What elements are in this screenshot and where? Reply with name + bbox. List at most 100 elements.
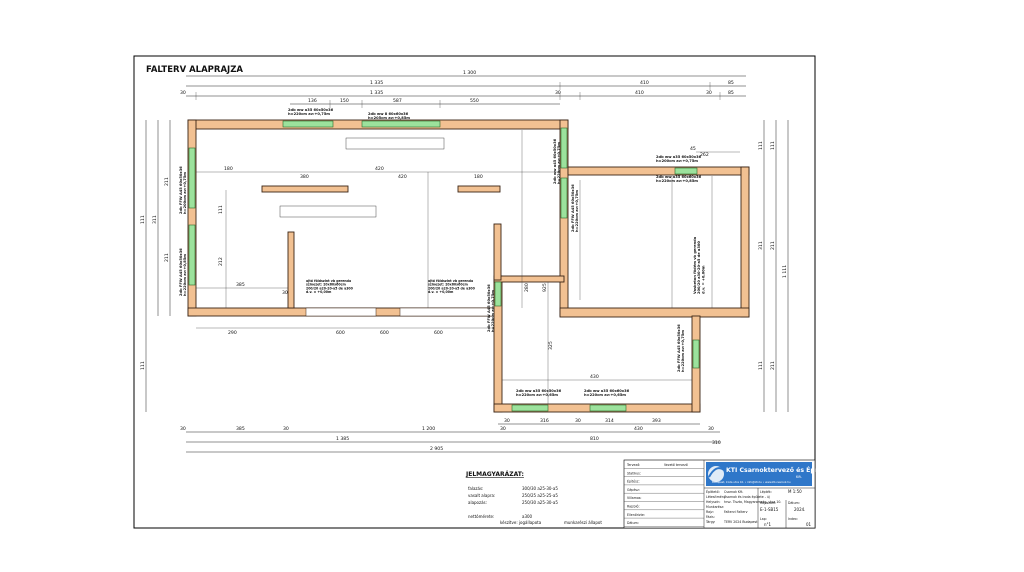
top-dimension-chains: 1 300 1 335 410 85 30 1 335 30 410 30 85… [180,70,746,108]
company-contact: Budapest, Iroda utca 10. • info@kti.hu •… [712,480,791,484]
dim-top3-b: 150 [340,98,349,104]
dim-bottom1-d: 1 200 [422,426,435,432]
note-box-top [345,137,445,150]
window-top-left [282,120,334,128]
titleblock-mid-value: Faltervi Falterv [724,510,748,514]
bottom-dimension-chains: 30 316 30 314 393 30 385 30 1 200 30 430… [180,418,721,453]
dim-right-c: 1 111 [782,265,788,278]
note-box-center [279,205,377,218]
company-sub: Kft. [796,475,802,479]
titleblock-mid-label: Építtető: [706,489,720,494]
dim-bottom2-a: 1 385 [336,436,349,442]
titleblock-left-label: Ellenőrizte: [627,513,645,517]
wall-right-top [567,166,750,176]
dim-inner-h3: 600 [434,330,443,336]
legend-row-label: alapozás: [468,500,487,505]
titleblock-left-label: Tervező: [626,463,640,467]
dim-lower-e2: 30 [575,418,581,424]
titleblock-left-rows: Tervező:Vezető tervezőStatikus:Építész:G… [624,463,704,527]
titleblock-left-label: Dátum: [627,521,639,525]
titleblock-mid-value: hrsz. Tiszta, Magyarország, utca 10. [724,500,781,504]
note-vertical-mid: 2db ww a45 60x50x36h=220cm av:+0,75m [553,138,561,184]
sheet-frame [133,55,816,529]
dim-lower-h: 393 [652,418,661,424]
titleblock-left-label: Gépész: [627,488,640,492]
date-label: Dátum: [788,501,800,505]
dim-left-a3: 211 [770,241,776,250]
window-lower-left [494,281,502,307]
note-vertical-right: 2db FFW A45 60x50x36h=220cm av:+0,75m [571,184,579,232]
inner-dimensions: 180 380 420 420 180 385 30 212 111 925 2… [196,130,740,404]
dim-top2-e: 30 [706,90,712,96]
dim-left-b: 311 [152,215,158,224]
dim-lower-e: 30 [504,418,510,424]
scale-value: M 1:50 [788,489,802,494]
dim-top2-a: 30 [180,90,186,96]
dim-left-c2: 111 [140,361,146,370]
dim-bottom3-b: 310 [712,440,721,446]
wall-right-bottom [559,307,750,318]
window-mid-b [560,177,568,219]
dim-top3-a: 136 [308,98,317,104]
legend-row-value: a300 [522,514,533,519]
dim-bottom1-e: 30 [500,426,506,432]
wall-right-side [740,166,750,318]
dim-left-c: 111 [140,215,146,224]
legend-heading: JELMAGYARÁZAT: [465,471,524,478]
dim-top-c: 85 [728,80,734,86]
legend-row-label: falazás: [468,486,483,491]
legend: JELMAGYARÁZAT: falazás: 300/30 a25-30-a5 v… [465,471,602,525]
sheet-label: Rajzszám: [760,501,776,505]
titleblock-mid-label: Rajz: [706,510,714,514]
dim-left-c3: 111 [758,141,764,150]
index-value: 01 [806,522,812,527]
legend-footnote-a: készítve: jogállapota [500,520,542,525]
note-vertical-lower-right: 2db FFW A45 60x50x36h=220cm av:+0,75m [677,324,685,372]
dim-bottom1-c: 30 [283,426,289,432]
titleblock-mid-value: TERV 2024 Budapest [723,520,758,524]
dim-lower-a: 325 [548,341,554,350]
sheet-value: E-1-SB15 [760,507,779,512]
window-left-a [188,147,196,209]
dim-top-total: 1 300 [463,70,476,76]
dim-top2-f: 85 [728,90,734,96]
dim-inner-k: 111 [218,205,224,214]
dim-top2-c: 30 [555,90,561,96]
wall-partition-b [493,223,502,281]
date-value: 2024. [794,507,805,512]
dim-bottom1-b: 385 [236,426,245,432]
legend-row-value: 250/25 a25-25-a5 [522,493,558,498]
legend-footnote-b: munkarészi állapot [564,520,602,525]
dim-lower-g: 314 [605,418,614,424]
dim-inner-a: 180 [224,166,233,172]
legend-row-label: vasalt alapra: [468,493,495,498]
window-bottom-b [589,404,627,412]
window-lower-right [692,339,700,369]
dim-inner-c: 420 [375,166,384,172]
dim-left-a: 211 [164,177,170,186]
titleblock-left-label: Statikus: [627,471,641,475]
legend-row-value: 300/30 a25-30-a5 [522,486,558,491]
titleblock-mid-label: Munkarész: [706,505,724,509]
note-vertical-long: Vasbeton födém vb gerenda200/20 a30-20-a… [693,236,705,294]
dim-inner-b: 380 [300,174,309,180]
legend-row-value: 250/30 a25-30-a5 [522,500,558,505]
dim-left-c5: 111 [758,361,764,370]
title-block: Tervező:Vezető tervezőStatikus:Építész:G… [623,459,824,529]
note-vertical-left-a: 2db FFW A45 60x50x36h=200cm av:+0,75m [179,166,187,214]
dim-inner-d: 180 [474,174,483,180]
dim-left-a4: 211 [770,361,776,370]
beam-b [457,185,501,193]
scale-label: Lépték: [760,490,772,494]
dim-inner-l: 212 [218,257,224,266]
dim-lower-d2: 430 [634,426,643,432]
beam-a [261,185,349,193]
legend-row-label: nettómérete: [468,514,494,519]
titleblock-left-label: Rajzoló: [627,505,640,509]
